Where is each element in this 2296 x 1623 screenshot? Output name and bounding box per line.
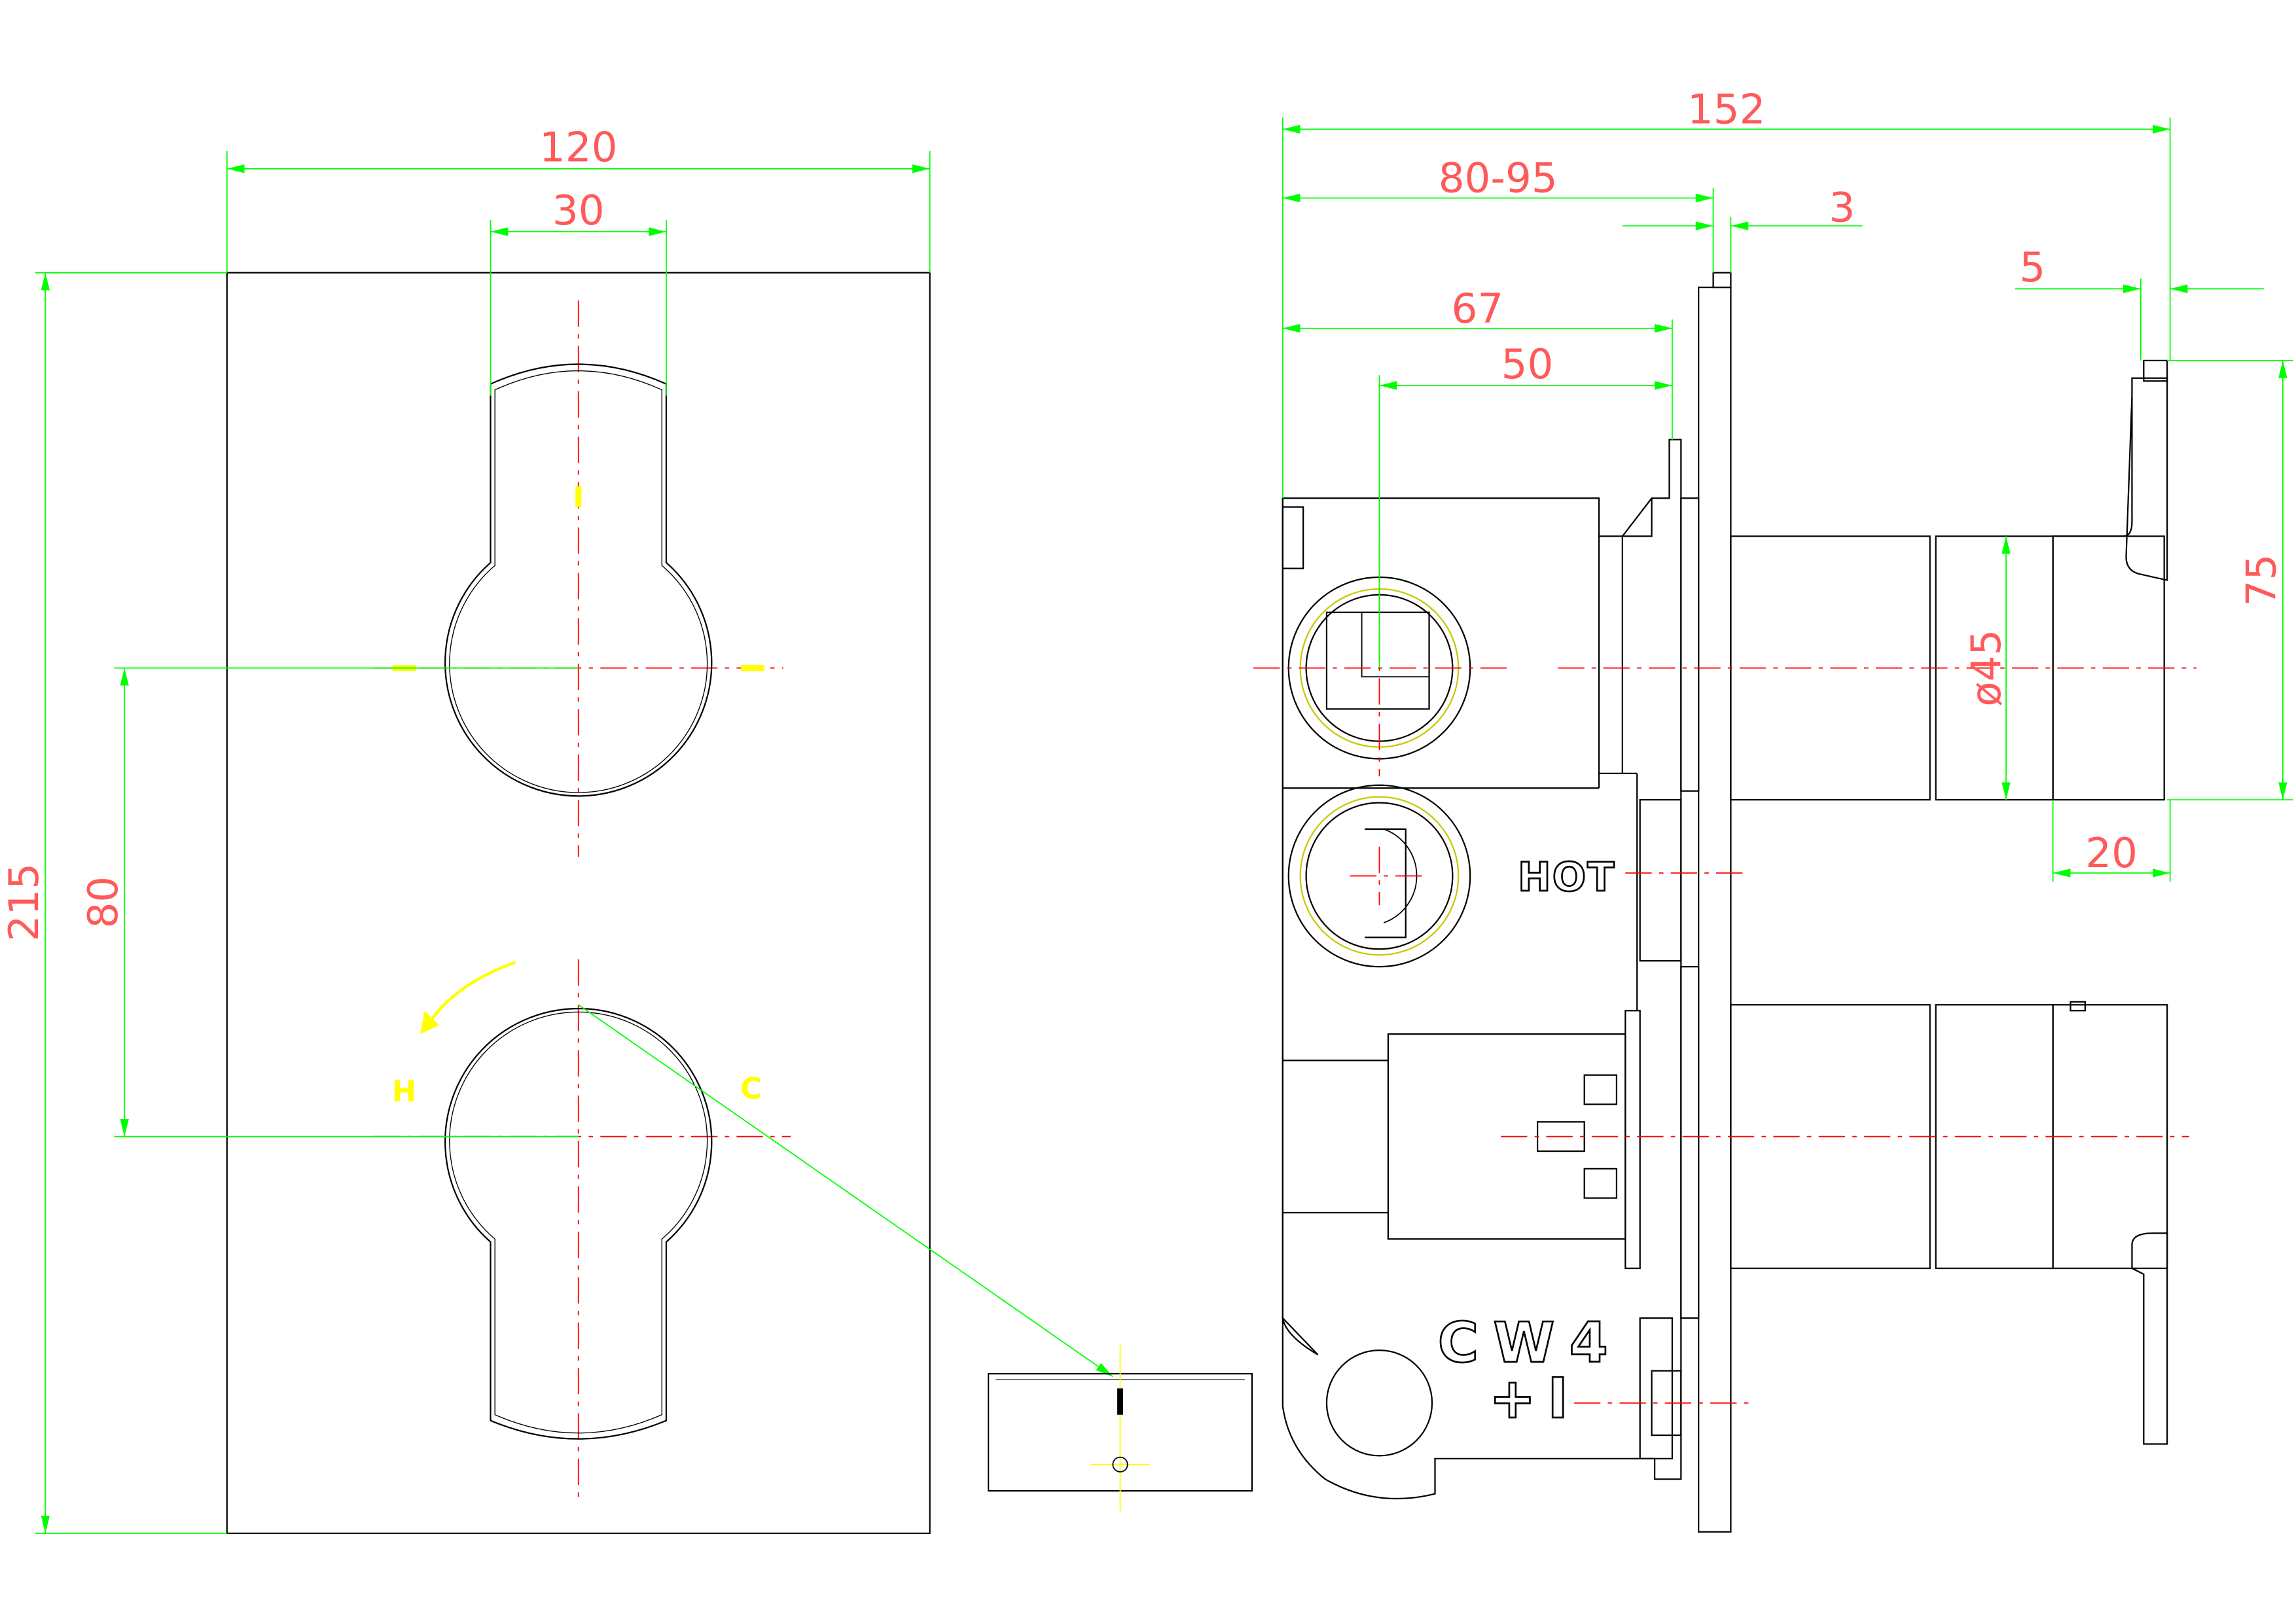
dim-handle-spacing: 80 bbox=[79, 876, 127, 929]
valve-body bbox=[1282, 438, 1682, 1500]
dim-handle-width: 30 bbox=[552, 187, 605, 234]
dim-handle-diameter: ø45 bbox=[1962, 630, 2010, 707]
dim-plate-height: 215 bbox=[0, 863, 48, 942]
dim-wall-depth: 80-95 bbox=[1439, 154, 1558, 202]
detail-leader bbox=[578, 1004, 1113, 1378]
body-cw4-label: CW4 bbox=[1438, 1311, 1623, 1376]
upper-handle bbox=[444, 363, 713, 797]
dim-front-width: 120 bbox=[539, 124, 618, 171]
side-wall-plate bbox=[1680, 272, 1732, 1533]
dim-lever-height: 75 bbox=[2238, 554, 2286, 607]
upper-handle-side bbox=[1730, 359, 2168, 801]
dim-overall-depth: 152 bbox=[1687, 85, 1766, 133]
cold-mark: C bbox=[740, 1071, 762, 1106]
lower-handle-side bbox=[1730, 1001, 2168, 1445]
body-plus-label: +I bbox=[1489, 1366, 1580, 1431]
rotation-arrow-icon bbox=[426, 961, 516, 1026]
front-view: H C bbox=[0, 124, 1253, 1535]
front-centre-lines bbox=[373, 300, 791, 1501]
cover-plate bbox=[226, 272, 931, 1535]
rotation-arrowhead-icon bbox=[420, 1010, 440, 1035]
side-dimensions bbox=[1282, 117, 2293, 882]
detail-block bbox=[988, 1344, 1253, 1512]
dim-body-depth-67: 67 bbox=[1452, 285, 1504, 332]
lower-handle bbox=[444, 1008, 713, 1440]
hot-mark: H bbox=[392, 1074, 416, 1109]
body-hot-label: HOT bbox=[1518, 855, 1616, 901]
dim-lever-thickness: 5 bbox=[2019, 243, 2045, 291]
dim-body-depth-50: 50 bbox=[1501, 340, 1554, 388]
front-dimensions bbox=[35, 151, 931, 1534]
side-centre-lines bbox=[1253, 542, 2197, 1404]
dim-lever-depth: 20 bbox=[2085, 829, 2138, 877]
dim-plate-thickness: 3 bbox=[1829, 183, 1856, 231]
side-view: HOT CW4 +I bbox=[1253, 85, 2293, 1533]
